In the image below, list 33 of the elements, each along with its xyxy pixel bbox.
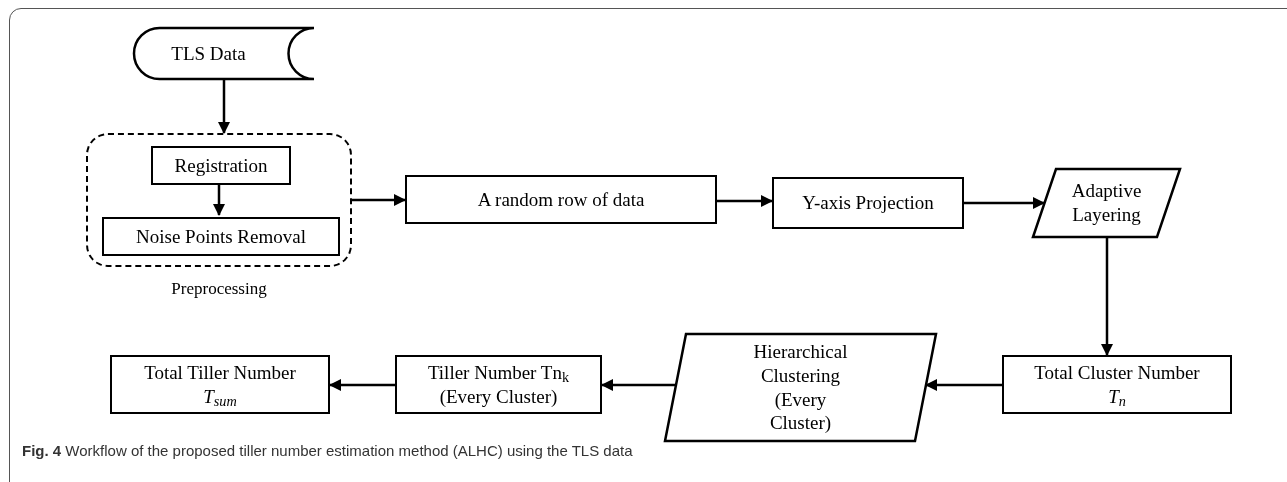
- node-label: TLS Data: [170, 41, 247, 66]
- arrow: [329, 379, 395, 391]
- arrow: [213, 183, 225, 216]
- node-label: Registration: [173, 153, 269, 178]
- process-box: [151, 146, 291, 185]
- arrow: [1101, 238, 1113, 356]
- process-box: [1002, 355, 1232, 414]
- figure-caption: Fig. 4 Workflow of the proposed tiller number estimation method (ALHC) using the TLS data: [22, 441, 633, 461]
- arrow: [717, 195, 773, 207]
- arrow: [925, 379, 1002, 391]
- node-label: Tiller Number Tn$_{k}$ (Every Cluster): [426, 360, 571, 409]
- node-label: Hierarchical Clustering (Every Cluster): [752, 340, 849, 435]
- node-symbol: T$_{sum}$: [202, 384, 238, 409]
- node-label: Total Cluster Number: [1033, 360, 1201, 385]
- arrow: [964, 197, 1045, 209]
- parallelogram-box: [664, 333, 937, 442]
- stored-data-shape: [133, 27, 314, 80]
- arrow: [352, 194, 406, 206]
- arrow: [601, 379, 675, 391]
- arrow: [218, 80, 230, 134]
- node-label: Noise Points Removal: [135, 224, 307, 249]
- process-box: [772, 177, 964, 229]
- group-label: Preprocessing: [170, 278, 268, 300]
- node-symbol: T$_{n}$: [1107, 384, 1127, 409]
- node-label: Adaptive Layering: [1070, 179, 1143, 227]
- process-box: [110, 355, 330, 414]
- node-label: Total Tiller Number: [143, 360, 297, 385]
- process-box: [395, 355, 602, 414]
- node-label: A random row of data: [476, 187, 646, 212]
- process-box: [405, 175, 717, 224]
- parallelogram-box: [1032, 168, 1181, 238]
- process-box: [102, 217, 340, 256]
- node-label: Y-axis Projection: [801, 191, 935, 215]
